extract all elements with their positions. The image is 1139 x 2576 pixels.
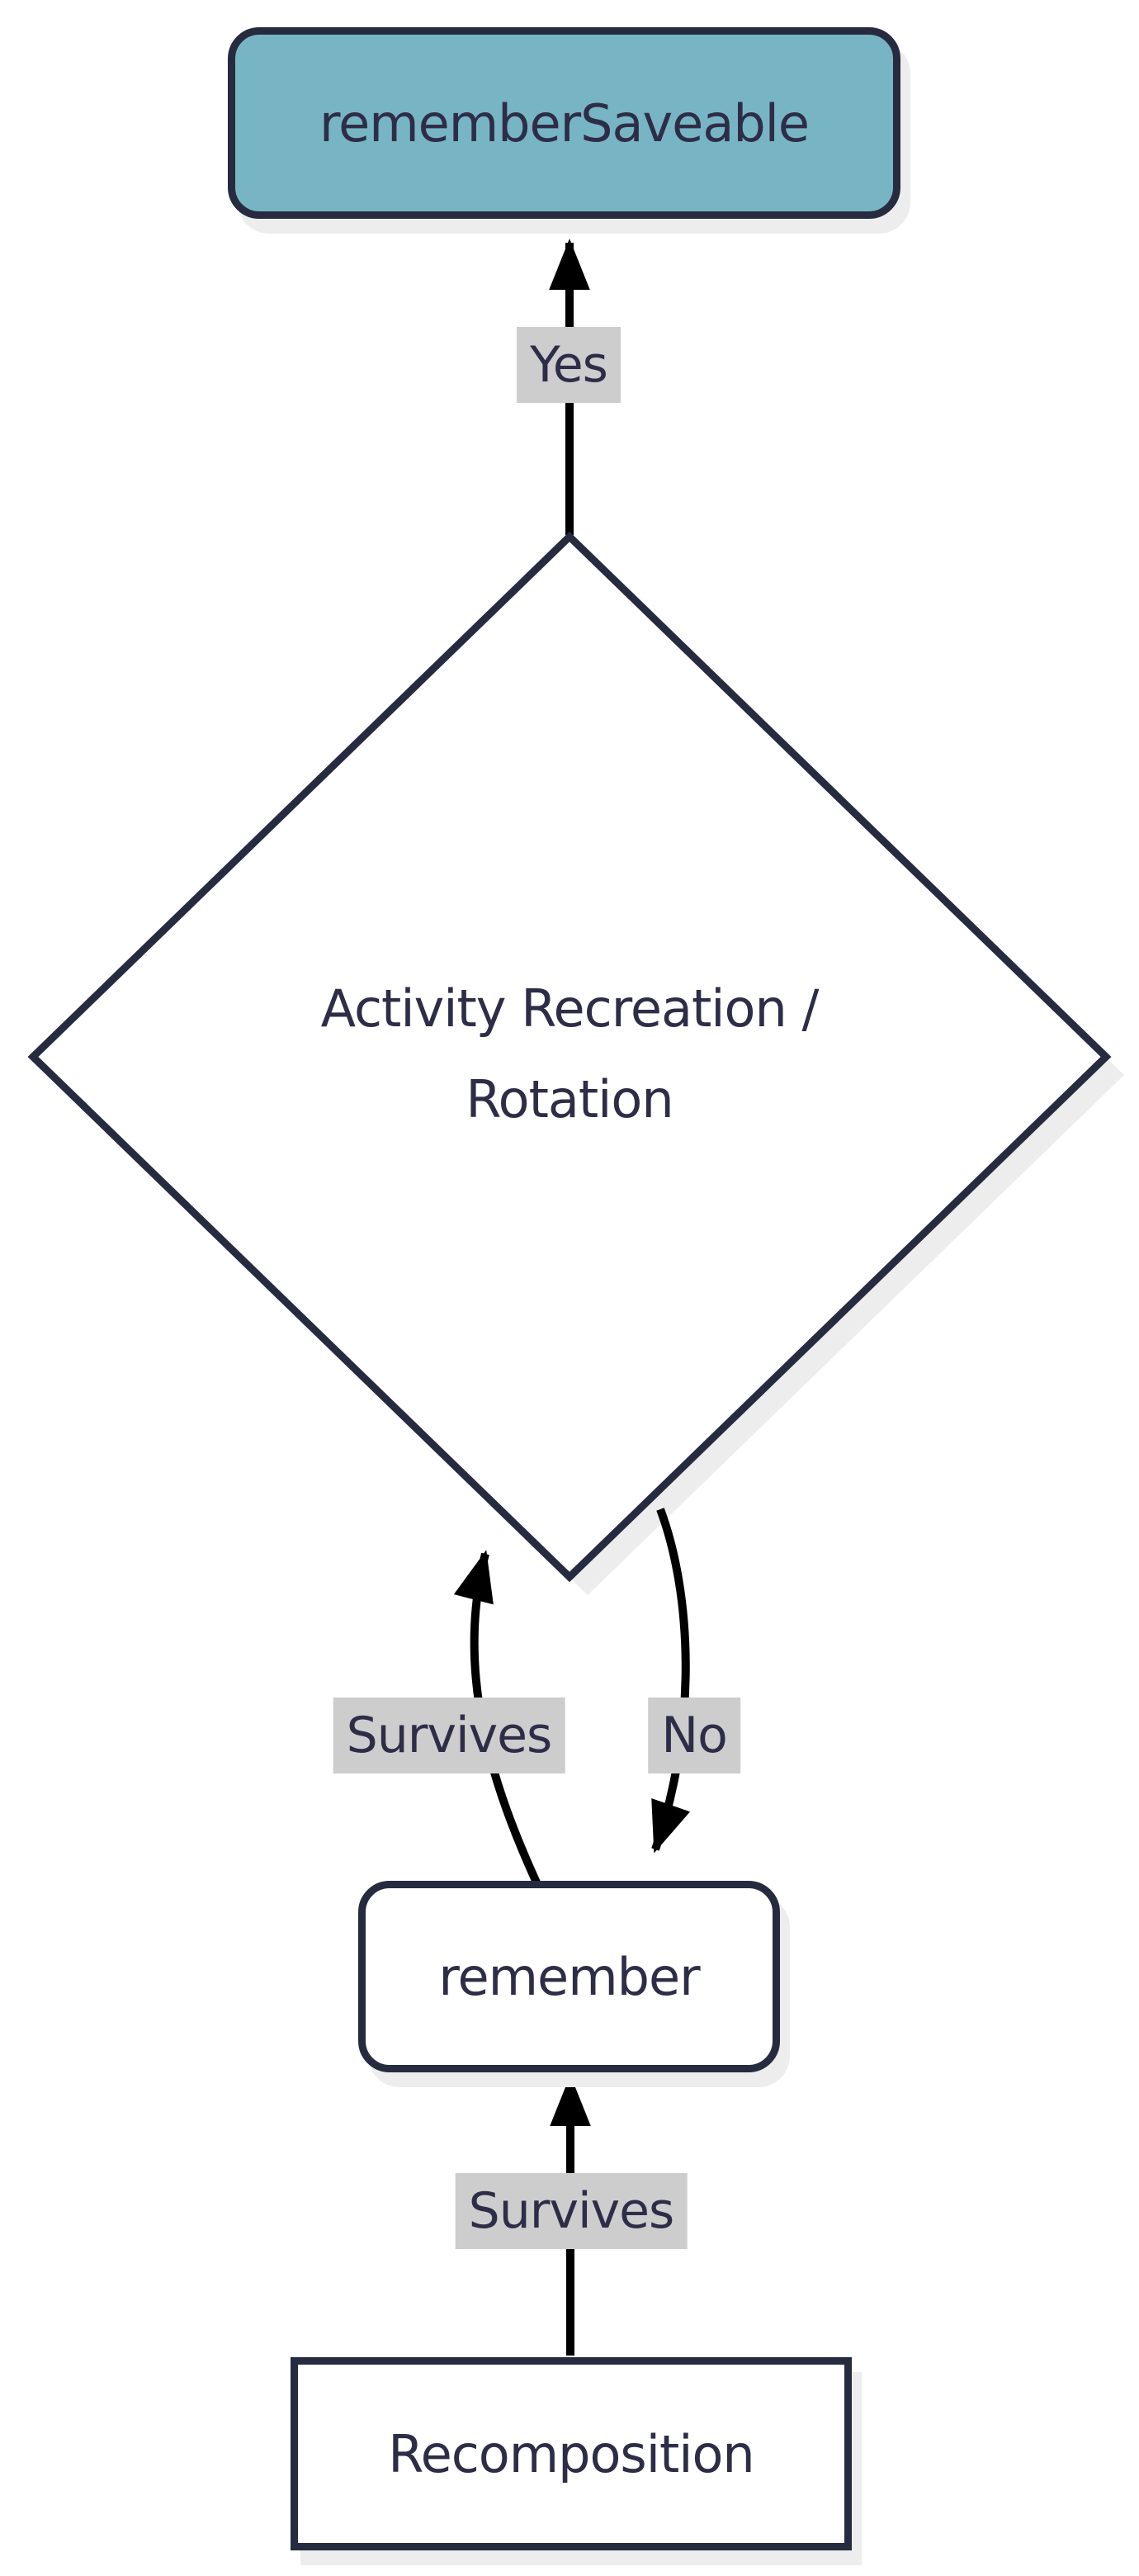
node-remember: remember bbox=[358, 1881, 780, 2072]
decision-diamond bbox=[27, 531, 1112, 1583]
edge-label-no: No bbox=[648, 1698, 740, 1773]
decision-node-label: Activity Recreation / Rotation bbox=[157, 964, 982, 1145]
node-remember-label: remember bbox=[438, 1946, 700, 2007]
decision-label-line2: Rotation bbox=[466, 1069, 673, 1129]
decision-label-line1: Activity Recreation / bbox=[320, 978, 820, 1039]
node-recomposition-label: Recomposition bbox=[388, 2423, 754, 2484]
edge-label-survives-to-decision: Survives bbox=[333, 1698, 565, 1773]
edge-no-path bbox=[651, 1508, 691, 1854]
node-remember-saveable-label: rememberSaveable bbox=[319, 92, 810, 154]
node-recomposition: Recomposition bbox=[291, 2357, 852, 2550]
node-remember-saveable: rememberSaveable bbox=[228, 27, 900, 219]
edge-label-yes: Yes bbox=[517, 327, 621, 403]
edge-label-survives-to-remember: Survives bbox=[455, 2173, 688, 2249]
